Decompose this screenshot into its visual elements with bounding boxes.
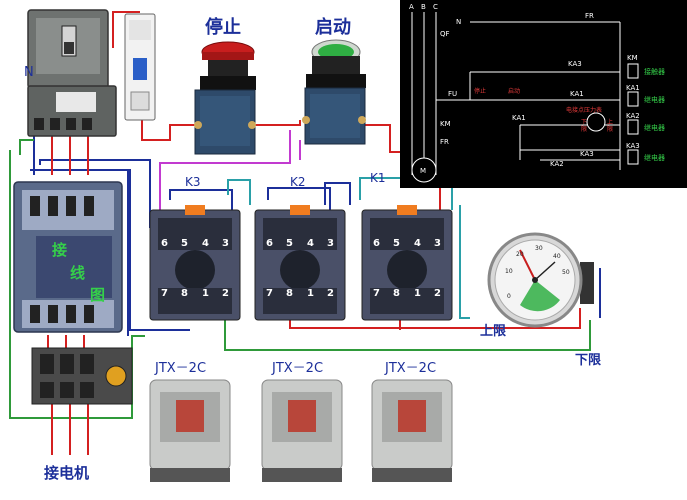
k1-term-3: 3 [434, 238, 441, 249]
k1-term-7: 7 [373, 288, 380, 299]
schem-desc-ka1: 继电器 [644, 95, 665, 104]
k1-term-4: 4 [414, 238, 421, 249]
k3-term-7: 7 [161, 288, 168, 299]
schem-coil-ka1: KA1 [626, 84, 640, 92]
schem-km: KM [440, 120, 451, 128]
relay-model-3: JTX－2C [384, 361, 436, 376]
gauge-tick-50: 50 [562, 269, 570, 276]
gauge-tick-40: 40 [553, 253, 561, 260]
schem-gauge-high: 上 [607, 118, 613, 126]
control-schematic: A B C N FR QF KM FU FR M KA3 KA1 KA1 KA2… [400, 0, 687, 188]
schem-ka1-lower: KA1 [512, 114, 526, 122]
schem-gauge-high2: 限 [607, 125, 613, 133]
schem-n: N [456, 18, 461, 26]
contactor-text-1: 接 [52, 241, 67, 259]
stop-label: 停止 [205, 16, 241, 38]
relay-module-1 [149, 379, 231, 482]
relay-label-k3: K3 [185, 175, 201, 189]
schem-phase-c: C [433, 3, 438, 11]
schem-gauge-low: 下 [581, 119, 587, 126]
relay-label-k1: K1 [370, 171, 386, 185]
k2-term-4: 4 [307, 238, 314, 249]
terminal-numbers: 6 5 4 3 7 8 1 2 6 5 4 3 7 8 1 2 6 5 4 3 … [161, 238, 441, 299]
k1-term-6: 6 [373, 238, 380, 249]
k2-term-2: 2 [327, 288, 334, 299]
relay-module-2 [261, 379, 343, 482]
schem-fr-top: FR [585, 12, 594, 20]
k3-term-2: 2 [222, 288, 229, 299]
schem-phase-a: A [409, 3, 414, 11]
k3-term-5: 5 [181, 238, 188, 249]
k3-term-8: 8 [181, 288, 188, 299]
upper-limit-label: 上限 [480, 324, 507, 339]
schem-ka2: KA2 [550, 160, 564, 168]
gauge-tick-30: 30 [535, 245, 543, 252]
schem-qf: QF [440, 30, 450, 38]
relay-socket-k1 [361, 205, 453, 321]
k1-term-2: 2 [434, 288, 441, 299]
schem-ka3-top: KA3 [568, 60, 582, 68]
relay-model-2: JTX－2C [271, 361, 323, 376]
schem-desc-ka3: 继电器 [644, 153, 665, 162]
contactor-text-2: 线 [70, 264, 85, 282]
connect-motor-label: 接电机 [44, 464, 89, 482]
relay-model-1: JTX－2C [154, 361, 206, 376]
schem-ka1-mid: KA1 [570, 90, 584, 98]
thermal-overload-relay [31, 347, 133, 405]
gauge-tick-0: 0 [507, 293, 511, 300]
k3-term-1: 1 [202, 288, 209, 299]
schem-coil-ka3: KA3 [626, 142, 640, 150]
lower-limit-label: 下限 [575, 353, 602, 368]
schem-coil-km: KM [627, 54, 638, 62]
gauge-tick-20: 20 [516, 251, 524, 258]
ac-contactor [13, 181, 123, 333]
pressure-gauge [487, 232, 594, 328]
schem-gauge-low2: 限 [581, 125, 587, 133]
schem-desc-km: 接触器 [644, 67, 665, 76]
k2-term-3: 3 [327, 238, 334, 249]
schem-stop: 停止 [474, 87, 486, 95]
schem-motor: M [420, 167, 426, 175]
mini-circuit-breaker [124, 13, 156, 121]
relay-label-k2: K2 [290, 175, 306, 189]
stop-button[interactable] [194, 41, 256, 155]
gauge-tick-10: 10 [505, 268, 513, 275]
k2-term-8: 8 [286, 288, 293, 299]
schem-fu: FU [448, 90, 457, 98]
relay-socket-k3 [149, 205, 241, 321]
relay-socket-k2 [254, 205, 346, 321]
schem-start: 启动 [508, 87, 520, 95]
schem-coil-ka2: KA2 [626, 112, 640, 120]
schem-phase-b: B [421, 3, 426, 11]
start-button[interactable] [302, 39, 366, 145]
k2-term-1: 1 [307, 288, 314, 299]
start-label: 启动 [315, 16, 351, 38]
k1-term-1: 1 [414, 288, 421, 299]
gauge-scale: 0 10 20 30 40 50 [505, 245, 570, 300]
k1-term-5: 5 [393, 238, 400, 249]
neutral-label: N [24, 65, 34, 80]
main-circuit-breaker [27, 9, 117, 137]
k2-term-6: 6 [266, 238, 273, 249]
k3-term-6: 6 [161, 238, 168, 249]
schem-ka3-bottom: KA3 [580, 150, 594, 158]
schem-fr-bottom: FR [440, 138, 449, 146]
k3-term-3: 3 [222, 238, 229, 249]
k2-term-5: 5 [286, 238, 293, 249]
k2-term-7: 7 [266, 288, 273, 299]
relay-module-3 [371, 379, 453, 482]
k1-term-8: 8 [393, 288, 400, 299]
schem-desc-ka2: 继电器 [644, 123, 665, 132]
schem-gauge-title: 电接点压力表 [566, 106, 602, 114]
contactor-text-3: 图 [90, 286, 105, 304]
wires [9, 11, 601, 455]
k3-term-4: 4 [202, 238, 209, 249]
